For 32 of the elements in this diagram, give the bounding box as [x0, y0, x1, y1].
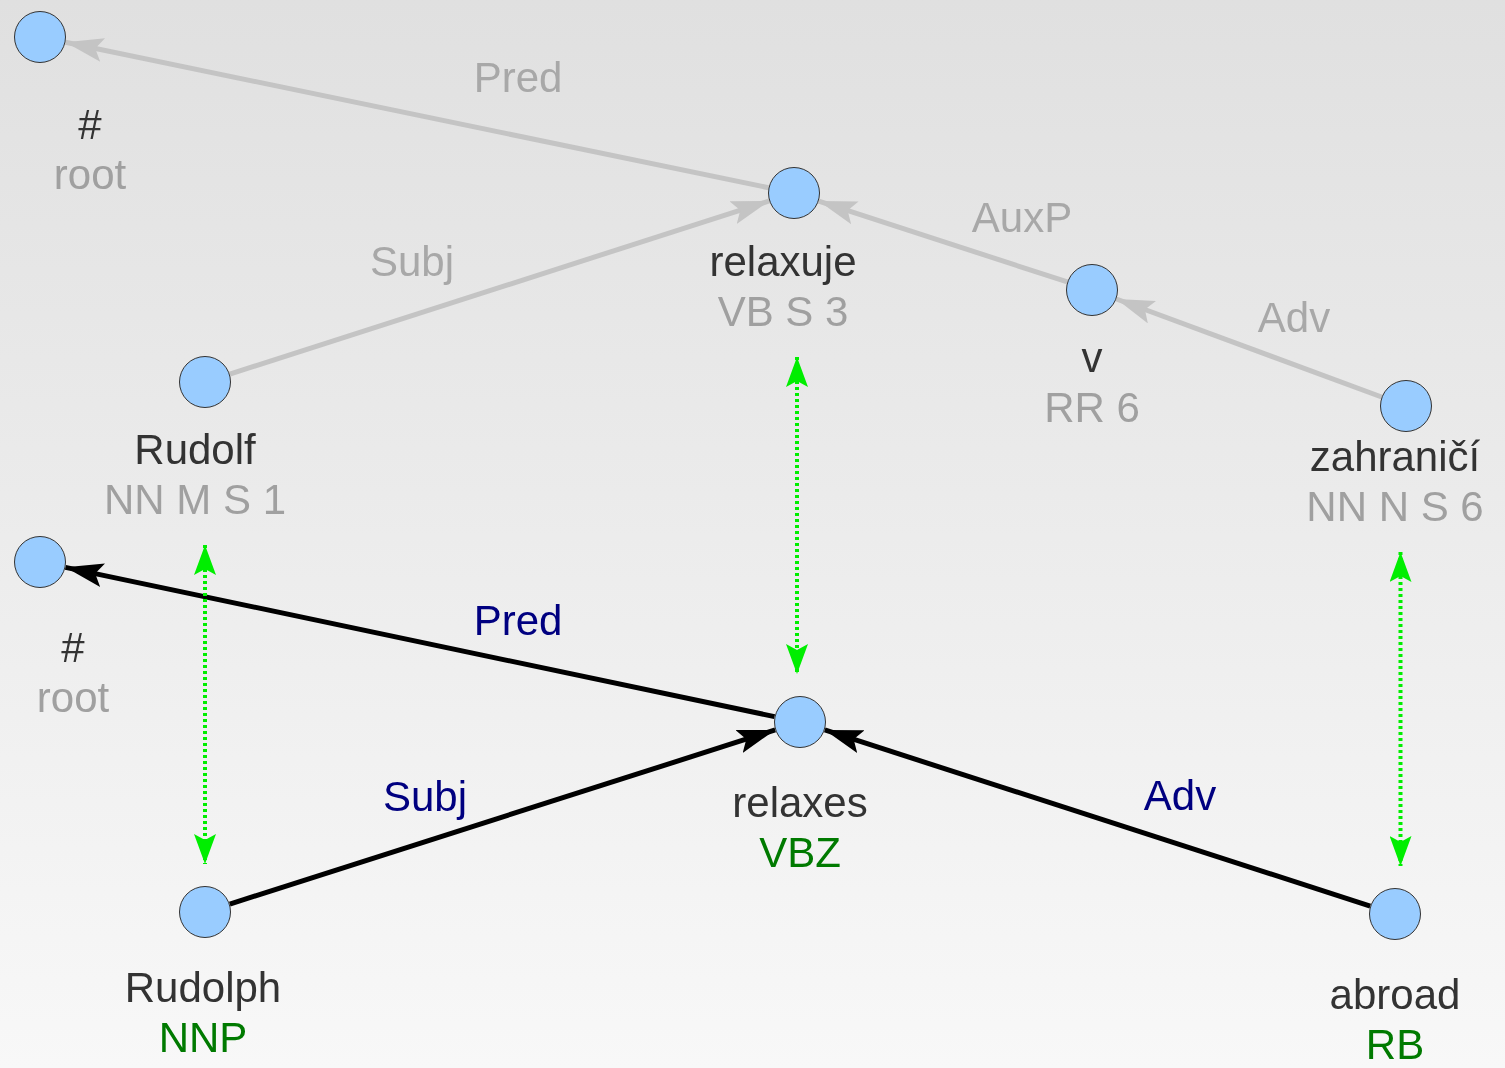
word-label: v [1081, 333, 1103, 383]
arrow [64, 563, 776, 720]
arrow [1389, 552, 1412, 866]
edge-label: Adv [1257, 293, 1331, 343]
word-label: relaxes [732, 778, 868, 828]
tag-label: VBZ [759, 828, 841, 878]
tag-label: VB S 3 [717, 287, 849, 337]
edge-label: AuxP [971, 193, 1073, 243]
word-label: relaxuje [709, 237, 857, 287]
arrow [229, 727, 776, 907]
tag-label: NN M S 1 [104, 475, 286, 525]
edge-label: Pred [473, 596, 563, 646]
tag-label: RR 6 [1044, 383, 1140, 433]
tag-label: root [53, 150, 127, 200]
edge-label: Subj [369, 237, 455, 287]
tag-label: root [36, 673, 110, 723]
arrow [194, 545, 216, 864]
edge-label: Subj [382, 772, 468, 822]
arrow [64, 38, 770, 191]
tag-label: NN N S 6 [1306, 482, 1484, 532]
tag-label: RB [1365, 1020, 1425, 1068]
word-label: Rudolf [134, 425, 256, 475]
edge-label: Pred [473, 53, 563, 103]
word-label: zahraničí [1309, 432, 1481, 482]
arrow [229, 198, 770, 377]
word-label: # [78, 100, 102, 150]
word-label: abroad [1329, 970, 1461, 1020]
word-label: Rudolph [124, 963, 282, 1013]
edge-label: Adv [1143, 771, 1217, 821]
tag-label: NNP [158, 1013, 248, 1063]
arrow [786, 357, 808, 674]
word-label: # [61, 623, 85, 673]
